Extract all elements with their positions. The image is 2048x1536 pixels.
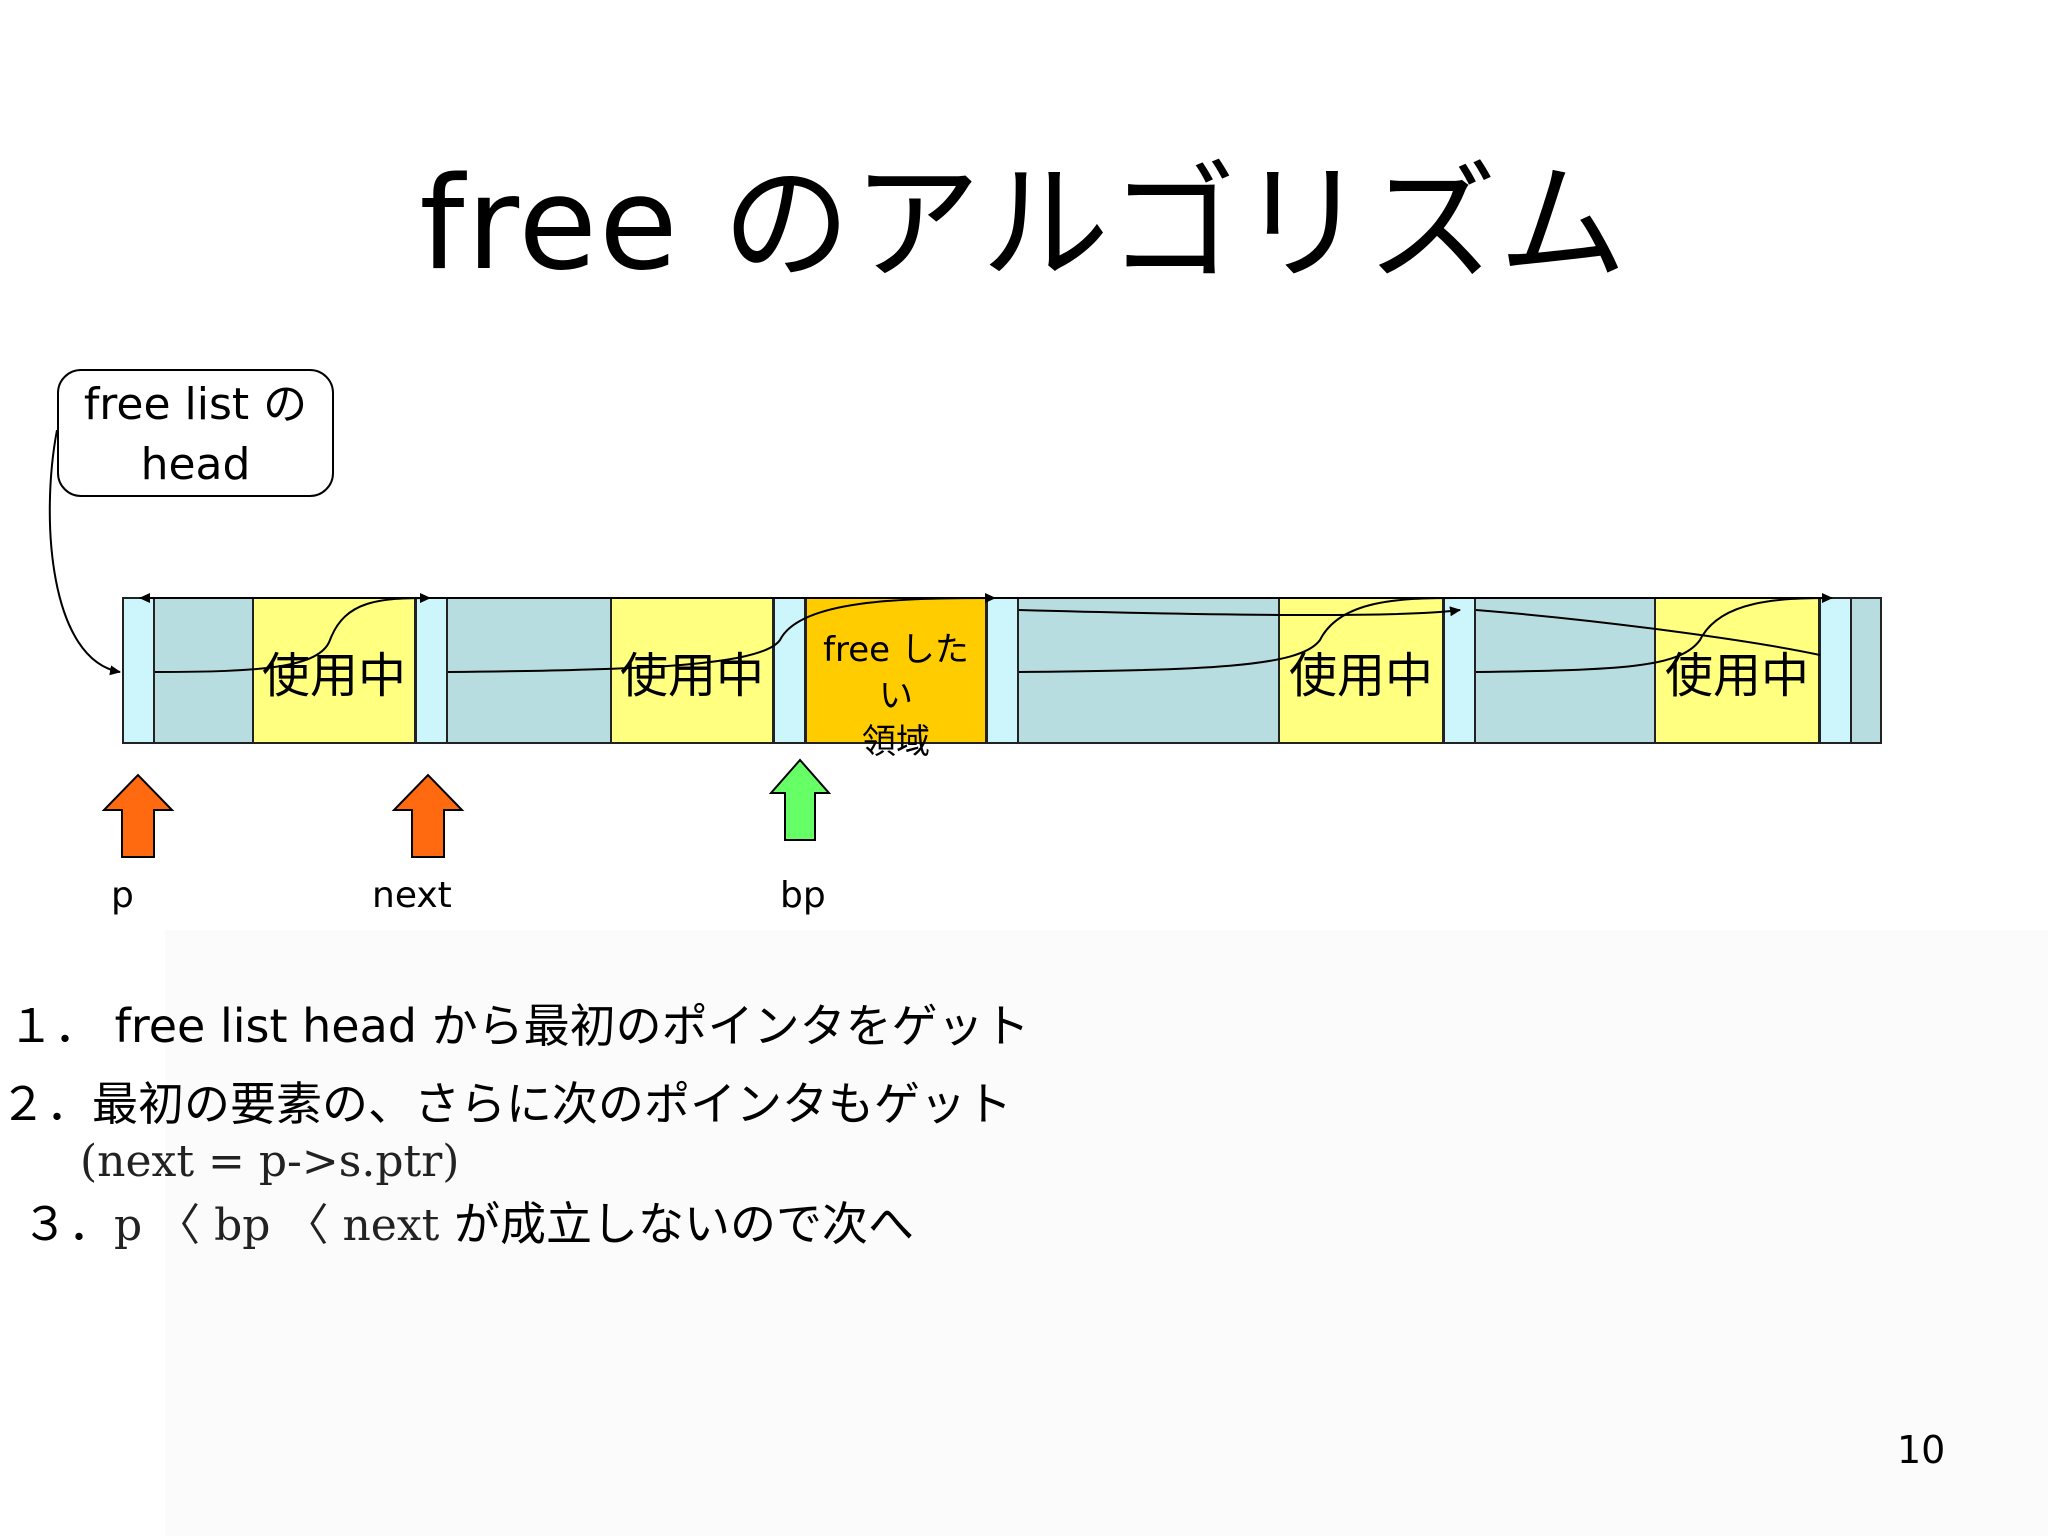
step-2: ２．最初の要素の、さらに次のポインタもゲット [0, 1077, 1012, 1131]
used-block-4: 使用中 [1654, 597, 1820, 744]
used-label: 使用中 [261, 647, 406, 704]
step-3-code: p 〈 bp 〈 next [114, 1200, 440, 1251]
step-3: ３．p 〈 bp 〈 next が成立しないので次へ [22, 1188, 914, 1254]
link-arrow-5 [1475, 593, 1833, 673]
pointer-arrow-p [101, 773, 175, 858]
used-block-3: 使用中 [1278, 597, 1444, 744]
pointer-label-next: next [372, 875, 452, 916]
step-2-code: (next = p->s.ptr) [80, 1136, 460, 1187]
free-label-line-2: 領域 [862, 722, 930, 762]
link-arrow-6 [1475, 609, 1821, 656]
pointer-arrow-next [391, 773, 465, 858]
used-block-2: 使用中 [610, 597, 774, 744]
block-header-2 [415, 597, 448, 744]
free-list-head-callout: free list の head [57, 369, 334, 497]
free-label-line-1: free したい [823, 630, 969, 716]
slide-title: free のアルゴリズム [419, 150, 1629, 299]
pointer-label-p: p [111, 875, 134, 916]
pointer-arrow-bp [768, 758, 832, 841]
step-3-text: が成立しないので次へ [453, 1197, 914, 1251]
free-target-block: free したい 領域 [805, 597, 987, 762]
link-arrow-2 [447, 593, 996, 673]
page-number: 10 [1897, 1428, 1946, 1472]
block-header-1 [122, 597, 155, 744]
callout-line-1: free list の [83, 379, 308, 430]
pointer-label-bp: bp [780, 875, 826, 916]
link-arrow-4 [1018, 597, 1456, 673]
link-arrow-3 [1018, 606, 1461, 617]
used-label: 使用中 [1664, 647, 1809, 704]
used-block-1: 使用中 [252, 597, 416, 744]
step-1: １． free list head から最初のポインタをゲット [8, 999, 1030, 1053]
used-label: 使用中 [1288, 647, 1433, 704]
callout-line-2: head [140, 439, 251, 490]
link-arrow-1 [154, 593, 431, 673]
block-header-5 [1443, 597, 1476, 744]
step-3-number: ３． [22, 1197, 114, 1251]
head-pointer-arrow [48, 429, 121, 676]
block-header-6 [1819, 597, 1852, 744]
slide-background [165, 930, 2048, 1536]
